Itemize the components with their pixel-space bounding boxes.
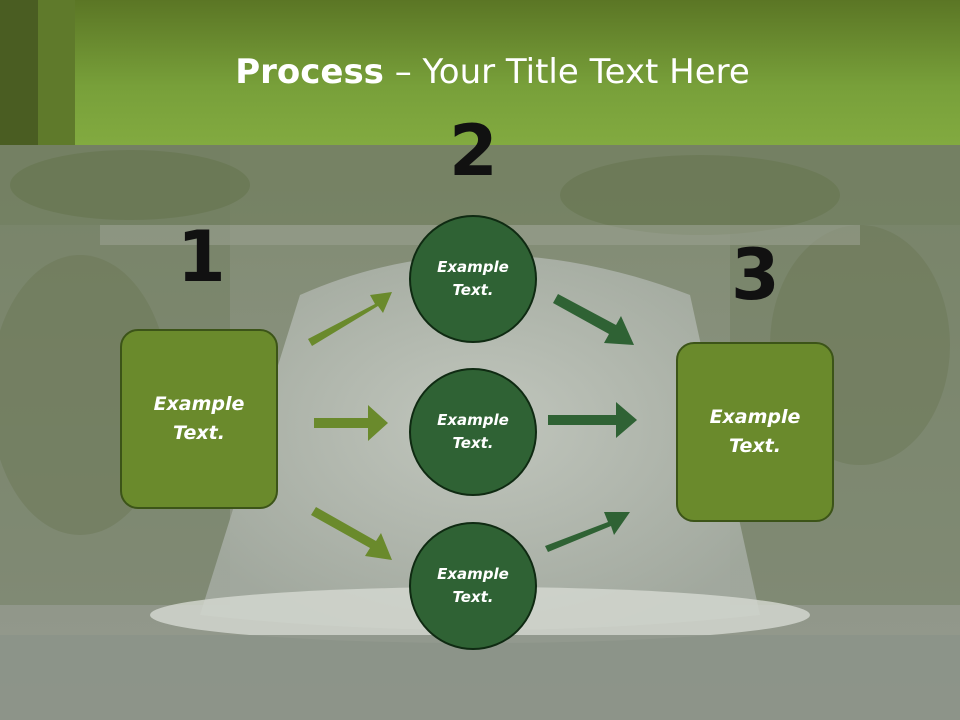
title-rest: – Your Title Text Here — [383, 52, 750, 92]
header-accent-mid — [38, 0, 75, 145]
step-number-3: 3 — [731, 234, 780, 316]
circle-bottom-text: Example Text. — [437, 565, 509, 606]
title-bold: Process — [235, 52, 384, 92]
slide-title[interactable]: Process – Your Title Text Here — [0, 52, 960, 92]
left-box[interactable]: Example Text. — [120, 329, 278, 509]
circle-top[interactable]: Example Text. — [409, 215, 537, 343]
circle-bottom[interactable]: Example Text. — [409, 522, 537, 650]
left-box-text: Example Text. — [153, 393, 245, 444]
header-accent-dark — [0, 0, 38, 145]
right-box-text: Example Text. — [709, 406, 801, 457]
step-number-2: 2 — [449, 110, 498, 192]
header-bar — [0, 0, 960, 145]
right-box[interactable]: Example Text. — [676, 342, 834, 522]
circle-middle-text: Example Text. — [437, 411, 509, 452]
circle-top-text: Example Text. — [437, 258, 509, 299]
circle-middle[interactable]: Example Text. — [409, 368, 537, 496]
step-number-1: 1 — [177, 216, 226, 298]
